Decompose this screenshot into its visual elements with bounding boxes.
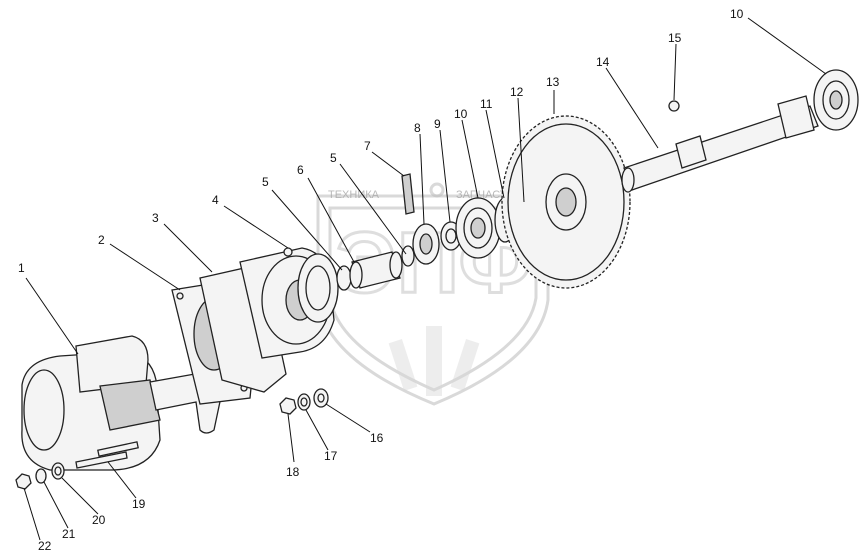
callout-8: 8: [414, 121, 421, 135]
callout-10a: 10: [454, 107, 468, 121]
watermark-left-word: ТЕХНИКА: [328, 189, 380, 201]
callout-22: 22: [38, 539, 52, 553]
watermark-wheat-icon: [388, 326, 480, 396]
callout-14: 14: [596, 55, 610, 69]
callout-12: 12: [510, 85, 524, 99]
retaining-ring-right: [401, 245, 415, 267]
nut-22: [15, 473, 32, 490]
retaining-ring-left: [336, 265, 352, 291]
callout-21: 21: [62, 527, 76, 541]
callout-11: 11: [480, 97, 493, 111]
splined-bushing: [349, 251, 403, 289]
washer-16: [313, 388, 329, 408]
callout-5a: 5: [262, 175, 269, 189]
key: [401, 173, 415, 215]
large-gear: [501, 115, 631, 289]
callout-16: 16: [370, 431, 384, 445]
splined-hub: [412, 223, 440, 265]
watermark-gear-icon: [429, 182, 445, 198]
callout-18: 18: [286, 465, 300, 479]
ball: [668, 100, 680, 112]
callout-3: 3: [152, 211, 159, 225]
washer-20: [51, 462, 65, 480]
callout-17: 17: [324, 449, 338, 463]
callout-6: 6: [297, 163, 304, 177]
stud: [75, 451, 128, 469]
gasket-ring: [283, 247, 339, 323]
callout-20: 20: [92, 513, 106, 527]
callout-9: 9: [434, 117, 441, 131]
leader-lines: [23, 17, 827, 541]
callout-2: 2: [98, 233, 105, 247]
callout-10b: 10: [730, 7, 744, 21]
watermark-right-word: ЗАПЧАСТИ: [456, 189, 514, 201]
bearing-left: [455, 197, 501, 259]
callout-labels: 1 2 3 4 5 5 6 7 8 9 10 10 11 12 13 14 15…: [18, 7, 744, 553]
callout-15: 15: [668, 31, 682, 45]
spring-washer-17: [297, 393, 311, 411]
callout-7: 7: [364, 139, 371, 153]
callout-13: 13: [546, 75, 560, 89]
nut-18: [279, 397, 297, 415]
callout-5b: 5: [330, 151, 337, 165]
callout-1: 1: [18, 261, 25, 275]
callout-4: 4: [212, 193, 219, 207]
bearing-right: [813, 69, 859, 131]
spring-washer-21: [35, 468, 47, 484]
callout-19: 19: [132, 497, 146, 511]
shaft: [621, 95, 819, 193]
